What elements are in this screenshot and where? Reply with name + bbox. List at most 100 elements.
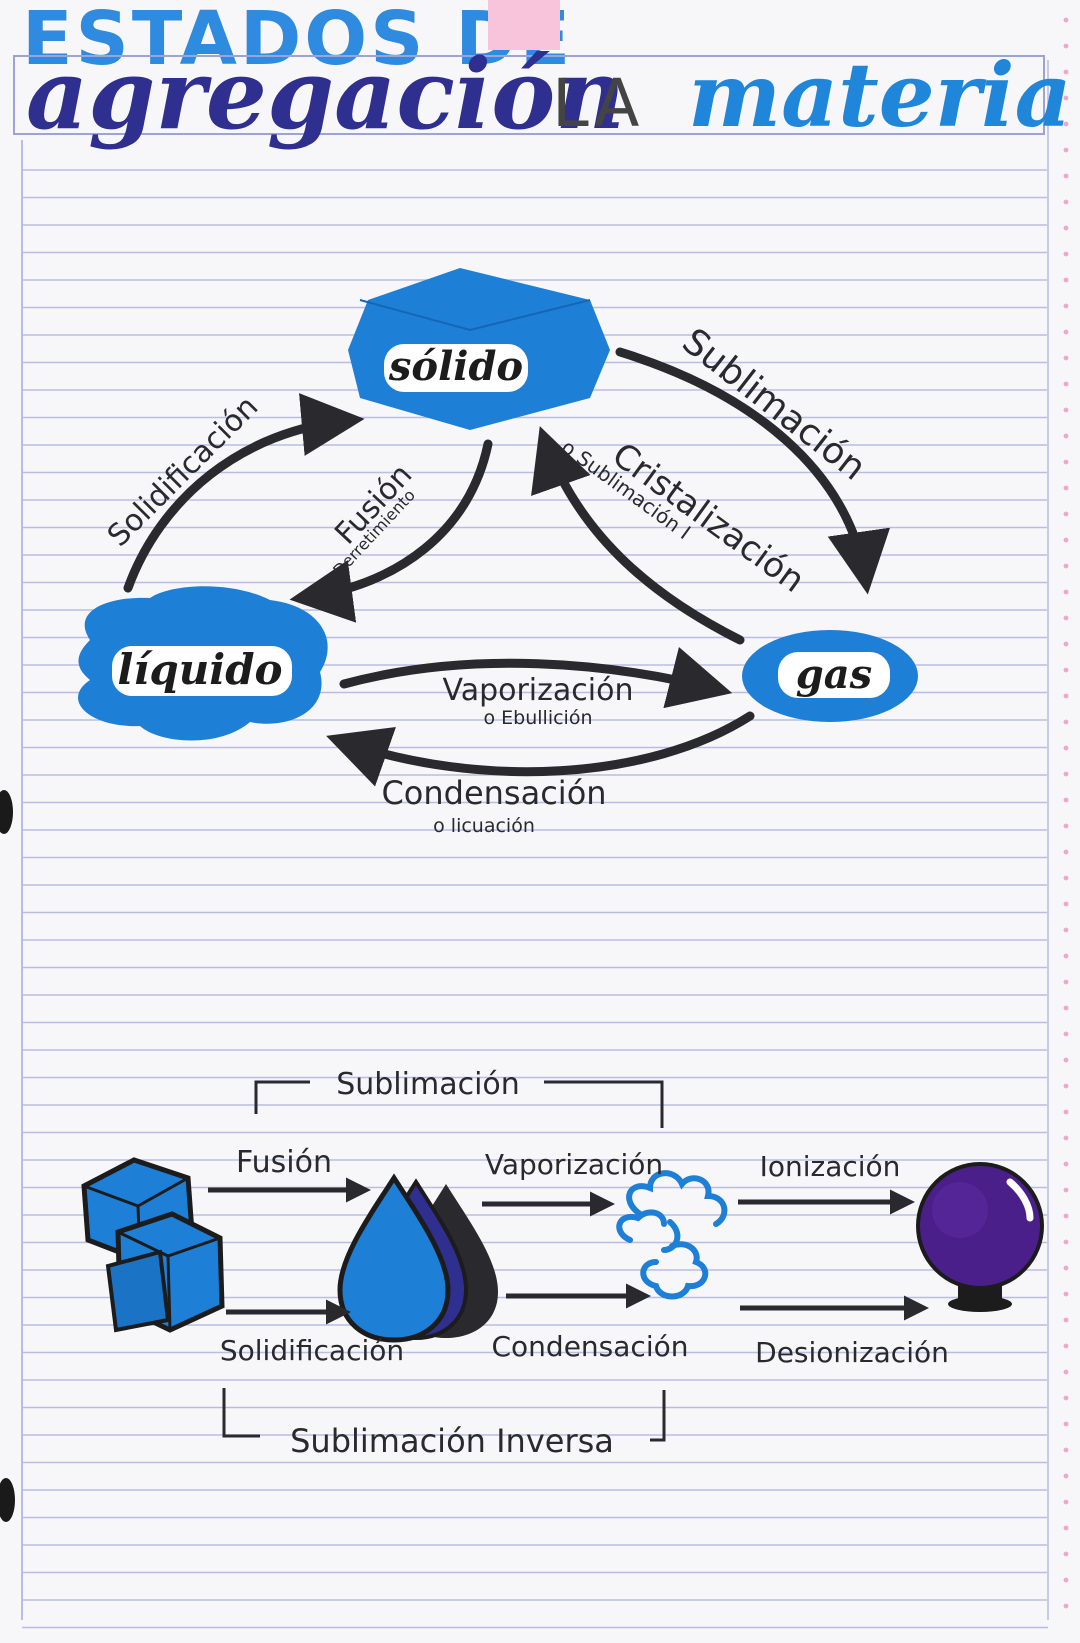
bracket-sublimacion-left [254, 1080, 310, 1114]
label-condensacion-linear: Condensación [492, 1330, 689, 1363]
node-gas: gas [742, 630, 918, 722]
margin-dot [1063, 17, 1069, 23]
margin-dot [1063, 1473, 1069, 1479]
margin-dot [1063, 121, 1069, 127]
margin-dot [1063, 537, 1069, 543]
arrow-vaporizacion [339, 647, 733, 709]
margin-dot [1063, 901, 1069, 907]
margin-dot [1063, 1057, 1069, 1063]
margin-dot [1063, 173, 1069, 179]
arrow-solidificacion [123, 393, 365, 593]
margin-dot [1063, 1239, 1069, 1245]
margin-dot [1063, 589, 1069, 595]
title-box [13, 55, 1045, 135]
bracket-sublimacion-inversa-left [222, 1388, 260, 1438]
label-sublimacion-top: Sublimación [336, 1067, 520, 1102]
bracket-sublimacion-inversa-right [650, 1390, 666, 1442]
arrow-fusion [289, 439, 493, 623]
margin-dot [1063, 719, 1069, 725]
margin-dot [1063, 1291, 1069, 1297]
margin-dot [1063, 485, 1069, 491]
margin-dot [1063, 1525, 1069, 1531]
label-solidificacion-linear: Solidificación [220, 1334, 404, 1367]
margin-dot [1063, 433, 1069, 439]
margin-dot [1063, 849, 1069, 855]
label-liquid: líquido [117, 645, 282, 694]
title-word-agregacion: agregación [26, 38, 625, 151]
arrow-cristalizacion [531, 426, 745, 645]
margin-dot [1063, 1551, 1069, 1557]
plasma-sphere-icon [916, 1162, 1044, 1312]
gas-cloud-icon [616, 1170, 728, 1300]
margin-dot [1063, 199, 1069, 205]
margin-dot [1063, 1317, 1069, 1323]
margin-dot [1063, 303, 1069, 309]
title-line1: ESTADOS DE [22, 0, 573, 82]
title: ESTADOS DE agregación LA materia [13, 0, 1072, 151]
margin-dot [1063, 147, 1069, 153]
arrow-sublimacion [615, 347, 891, 595]
node-solid: sólido [348, 268, 610, 430]
binder-hole [0, 1478, 15, 1522]
ruled-lines [22, 169, 1048, 1629]
label-fusion-linear: Fusión [236, 1145, 332, 1180]
margin-dot [1063, 693, 1069, 699]
margin-dot [1063, 225, 1069, 231]
bracket-sublimacion-right [544, 1080, 664, 1128]
label-sublimacion-inversa: Sublimación Inversa [290, 1422, 614, 1460]
margin-dot [1063, 95, 1069, 101]
label-solid: sólido [388, 343, 523, 390]
margin-dot [1063, 1083, 1069, 1089]
margin-dot [1063, 563, 1069, 569]
margin-dot [1063, 1603, 1069, 1609]
label-ionizacion-linear: Ionización [760, 1150, 901, 1183]
label-desionizacion-linear: Desionización [755, 1336, 949, 1369]
margin-dot [1063, 1187, 1069, 1193]
ice-cubes-icon [81, 1157, 225, 1333]
margin-dot [1063, 329, 1069, 335]
margin-dot [1063, 511, 1069, 517]
margin-dot [1063, 1031, 1069, 1037]
label-vaporizacion-alt: o Ebullición [484, 707, 593, 729]
margin-dot [1063, 615, 1069, 621]
margin-dot [1063, 1161, 1069, 1167]
label-condensacion: Condensación [381, 774, 606, 812]
margin-dots [1063, 17, 1069, 1609]
label-vaporizacion: Vaporización [443, 673, 634, 708]
margin-dot [1063, 1265, 1069, 1271]
margin-dot [1063, 43, 1069, 49]
margin-dot [1063, 667, 1069, 673]
margin-dot [1063, 1369, 1069, 1375]
margin-dot [1063, 1447, 1069, 1453]
margin-dot [1063, 927, 1069, 933]
margin-dot [1063, 1109, 1069, 1115]
label-condensacion-alt: o licuación [433, 815, 535, 837]
arrow-condensacion [326, 711, 755, 787]
margin-dot [1063, 1577, 1069, 1583]
margin-dot [1063, 953, 1069, 959]
margin-dot [1063, 69, 1069, 75]
label-gas: gas [796, 651, 872, 698]
margin-dot [1063, 1499, 1069, 1505]
margin-dot [1063, 381, 1069, 387]
node-liquid: líquido [78, 586, 328, 741]
margin-dot [1063, 277, 1069, 283]
margin-dot [1063, 355, 1069, 361]
margin-dot [1063, 407, 1069, 413]
binder-hole [0, 790, 13, 834]
label-vaporizacion-linear: Vaporización [485, 1148, 663, 1181]
margin-dot [1063, 745, 1069, 751]
margin-dot [1063, 979, 1069, 985]
margin-dot [1063, 251, 1069, 257]
margin-dot [1063, 1213, 1069, 1219]
margin-dot [1063, 1005, 1069, 1011]
margin-dot [1063, 797, 1069, 803]
margin-dot [1063, 823, 1069, 829]
margin-dot [1063, 459, 1069, 465]
margin-dot [1063, 1395, 1069, 1401]
title-word-materia: materia [688, 43, 1072, 147]
water-drops-icon [337, 1173, 498, 1343]
margin-dot [1063, 1135, 1069, 1141]
